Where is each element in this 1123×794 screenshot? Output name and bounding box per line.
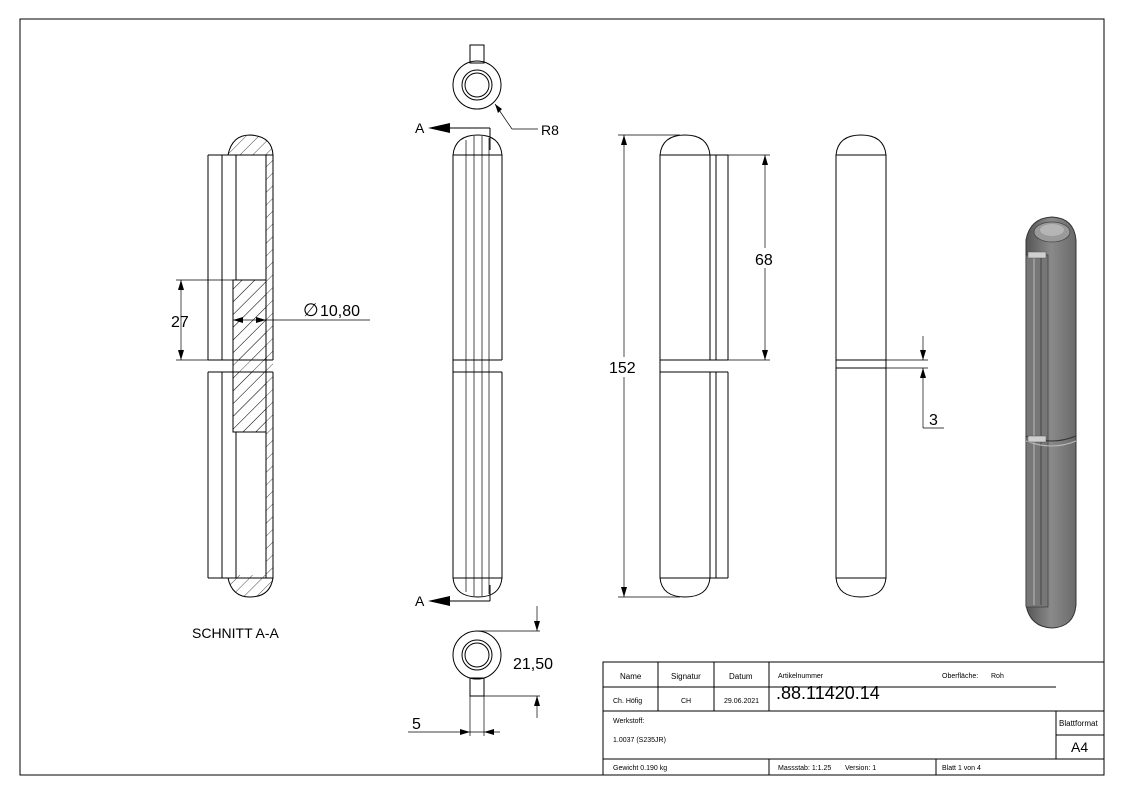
tb-scale: Massstab: 1:1.25 — [778, 765, 831, 772]
dim-27-label: 27 — [171, 314, 189, 331]
tb-date-header: Datum — [729, 672, 753, 681]
tb-sheet-format-label: Blattformat — [1059, 719, 1098, 728]
tb-signature-value: CH — [681, 698, 691, 705]
tb-surface-label: Oberfläche: — [942, 673, 978, 680]
side-view-dimensioned — [618, 134, 770, 598]
section-marker-top: A — [415, 120, 425, 136]
dim-diameter-label: 10,80 — [320, 303, 360, 320]
section-view-a-a — [176, 134, 370, 598]
section-marker-bottom: A — [415, 593, 425, 609]
tb-article-number: .88.11420.14 — [776, 683, 880, 703]
tb-sheet-format-value: A4 — [1071, 739, 1088, 755]
tb-sheet: Blatt 1 von 4 — [942, 765, 981, 772]
title-block — [602, 661, 1105, 776]
tb-material-value: 1.0037 (S235JR) — [613, 737, 666, 744]
dim-21-50-label: 21,50 — [513, 656, 553, 673]
tb-name-value: Ch. Höfig — [613, 698, 642, 705]
dim-5-label: 5 — [412, 716, 421, 733]
tb-signature-header: Signatur — [671, 672, 701, 681]
pin-view — [835, 134, 944, 598]
section-label: SCHNITT A-A — [192, 625, 280, 641]
hinge-3d-render — [1025, 216, 1077, 629]
diameter-symbol: ∅ — [303, 300, 319, 320]
tb-surface-value: Roh — [991, 673, 1004, 680]
tb-date-value: 29.06.2021 — [724, 698, 759, 705]
front-view — [408, 44, 540, 736]
dim-r8-label: R8 — [541, 122, 559, 138]
tb-article-label: Artikelnummer — [778, 673, 824, 680]
sheet-border — [19, 18, 1105, 776]
dim-152-label: 152 — [609, 360, 636, 377]
dim-3-label: 3 — [929, 412, 938, 429]
dim-68-label: 68 — [755, 252, 773, 269]
tb-version: Version: 1 — [845, 765, 876, 772]
tb-weight: Gewicht 0.190 kg — [613, 765, 667, 772]
tb-name-header: Name — [620, 672, 642, 681]
tb-material-label: Werkstoff: — [613, 718, 644, 725]
